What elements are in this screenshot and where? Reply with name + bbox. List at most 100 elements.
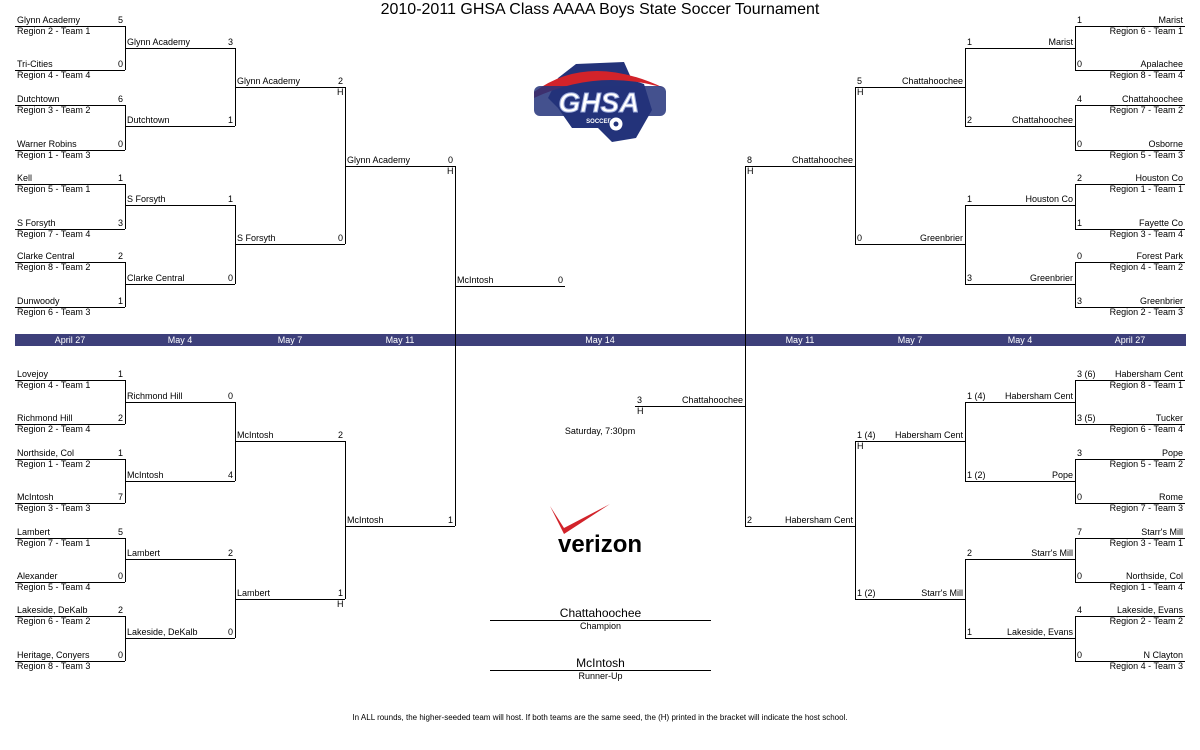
team-name: Heritage, Conyers: [17, 650, 90, 660]
bracket-line: [855, 441, 856, 599]
team-name: S Forsyth: [237, 233, 276, 243]
host-marker: H: [857, 87, 864, 97]
team-name: McIntosh: [347, 515, 384, 525]
team-score: 1 (2): [857, 588, 876, 598]
bracket-line: [125, 559, 235, 560]
team-region: Region 8 - Team 4: [1109, 70, 1183, 80]
team-name: S Forsyth: [127, 194, 166, 204]
bracket-line: [15, 70, 125, 71]
team-name: Osborne: [1148, 139, 1183, 149]
team-name: Kell: [17, 173, 33, 183]
host-marker: H: [637, 406, 644, 416]
team-region: Region 5 - Team 1: [17, 184, 91, 194]
team-name: Starr's Mill: [1031, 548, 1073, 558]
team-name: Dutchtown: [17, 94, 60, 104]
team-region: Region 3 - Team 3: [17, 503, 91, 513]
page-title: 2010-2011 GHSA Class AAAA Boys State Soc…: [380, 1, 820, 18]
team-score: 1: [227, 115, 233, 125]
team-name: Glynn Academy: [17, 15, 81, 25]
team-score: 0: [447, 155, 453, 165]
team-name: Alexander: [17, 571, 58, 581]
team-score: 8: [747, 155, 753, 165]
bracket-line: [965, 48, 966, 126]
bracket-line: [1075, 184, 1185, 185]
round-date-label: May 11: [785, 335, 815, 345]
bracket-line: [125, 184, 126, 229]
bracket-line: [965, 481, 1075, 482]
team-score: 1: [967, 37, 973, 47]
team-name: Lovejoy: [17, 369, 49, 379]
team-name: Glynn Academy: [127, 37, 191, 47]
team-region: Region 4 - Team 1: [17, 380, 91, 390]
bracket-line: [15, 262, 125, 263]
bracket-line: [1075, 538, 1076, 582]
team-score: 0: [1077, 251, 1083, 261]
bracket-line: [15, 26, 125, 27]
team-name: Northside, Col: [17, 448, 75, 458]
bracket-line: [1075, 26, 1076, 70]
team-score: 0: [227, 273, 233, 283]
team-score: 5: [857, 76, 863, 86]
team-score: 6: [117, 94, 123, 104]
verizon-logo: verizon: [550, 504, 642, 558]
team-score: 7: [1077, 527, 1083, 537]
bracket-line: [235, 244, 345, 245]
team-score: 1: [337, 588, 343, 598]
team-score: 5: [117, 15, 123, 25]
team-score: 7: [117, 492, 123, 502]
host-marker: H: [337, 599, 344, 609]
team-name: Glynn Academy: [237, 76, 301, 86]
bracket-line: [15, 307, 125, 308]
team-name: Lambert: [127, 548, 161, 558]
team-region: Region 4 - Team 4: [17, 70, 91, 80]
team-name: Habersham Cent: [784, 515, 853, 525]
team-name: Marist: [1048, 37, 1074, 47]
bracket-line: [965, 559, 1075, 560]
team-name: Chattahoochee: [1011, 115, 1073, 125]
bracket-line: [455, 166, 456, 526]
team-score: 1: [117, 173, 123, 183]
team-score: 2: [337, 430, 343, 440]
team-region: Region 3 - Team 1: [1109, 538, 1183, 548]
team-region: Region 6 - Team 2: [17, 616, 91, 626]
bracket-line: [965, 48, 1075, 49]
team-score: 0: [117, 139, 123, 149]
team-name: Lakeside, DeKalb: [127, 627, 198, 637]
team-score: 1: [117, 296, 123, 306]
bracket-line: [15, 229, 125, 230]
team-name: Lakeside, DeKalb: [17, 605, 88, 615]
bracket-line: [1075, 380, 1076, 424]
team-name: Glynn Academy: [347, 155, 411, 165]
champion-name: Chattahoochee: [559, 606, 642, 620]
host-marker: H: [747, 166, 754, 176]
host-marker: H: [447, 166, 454, 176]
team-name: Northside, Col: [1125, 571, 1183, 581]
bracket-line: [15, 424, 125, 425]
team-score: 0: [117, 571, 123, 581]
team-name: Marist: [1158, 15, 1184, 25]
bracket-line: [1075, 105, 1185, 106]
team-name: Houston Co: [1135, 173, 1183, 183]
team-name: Lakeside, Evans: [1116, 605, 1183, 615]
bracket-line: [235, 599, 345, 600]
bracket-line: [1075, 150, 1185, 151]
bracket-line: [1075, 538, 1185, 539]
team-name: Habersham Cent: [1004, 391, 1073, 401]
team-name: Tri-Cities: [17, 59, 53, 69]
team-name: Chattahoochee: [681, 395, 743, 405]
team-region: Region 1 - Team 4: [1109, 582, 1183, 592]
round-date-label: April 27: [1114, 335, 1146, 345]
team-name: Richmond Hill: [17, 413, 73, 423]
bracket-line: [15, 616, 125, 617]
team-name: S Forsyth: [17, 218, 56, 228]
bracket-line: [345, 87, 346, 244]
bracket-line: [965, 205, 966, 284]
team-score: 1: [967, 194, 973, 204]
bracket-line: [855, 244, 965, 245]
bracket-line: [855, 87, 965, 88]
team-score: 0: [1077, 59, 1083, 69]
bracket-line: [490, 670, 711, 671]
team-score: 1: [117, 369, 123, 379]
bracket-line: [235, 441, 345, 442]
bracket-line: [125, 481, 235, 482]
